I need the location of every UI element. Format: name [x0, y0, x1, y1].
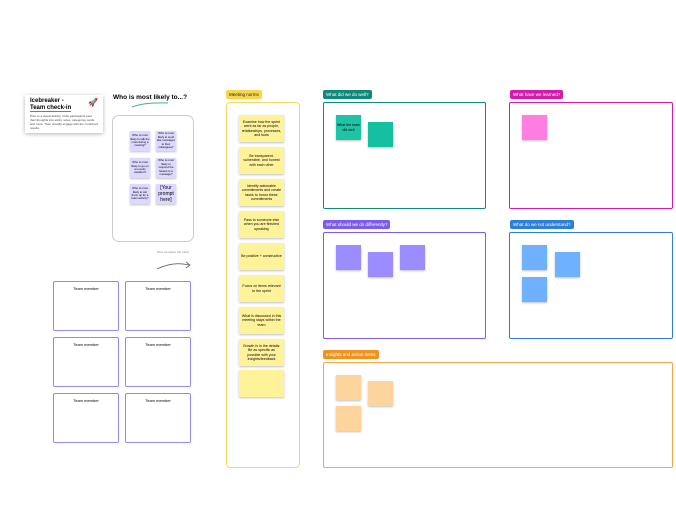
sticky-note[interactable]	[336, 245, 361, 270]
icebreaker-card: Icebreaker -Team check-in 🚀 Prior to a v…	[25, 95, 103, 133]
likely-heading: Who is most likely to...?	[113, 94, 188, 101]
learned-label: What have we learned?	[510, 90, 564, 99]
norm-note[interactable]	[239, 370, 284, 397]
underline-stroke	[131, 102, 169, 108]
team-member-box[interactable]: Team member	[125, 393, 191, 443]
phone-frame: Who is most likely to talk the most duri…	[112, 115, 194, 242]
title-line2: Team check-in	[30, 105, 72, 112]
differently-frame	[323, 232, 486, 339]
sticky-note[interactable]	[368, 381, 393, 406]
insights-label: Insights and action items	[323, 350, 379, 359]
hint-text: Now complete the robot	[157, 250, 189, 254]
norm-note[interactable]: Pass to someone else when you are finish…	[239, 211, 284, 238]
sticky-note[interactable]	[522, 115, 547, 140]
prompt-note[interactable]: Who is most likely to go on an exotic va…	[130, 158, 150, 178]
rocket-icon: 🚀	[88, 98, 98, 107]
sticky-note[interactable]	[522, 245, 547, 270]
prompt-note[interactable]: Who is most likely to talk the most duri…	[130, 131, 150, 151]
prompt-note[interactable]: [Your prompt here]	[156, 184, 176, 204]
norm-note[interactable]: What is discussed in this meeting stays …	[239, 307, 284, 334]
meeting-norms-frame	[226, 102, 300, 468]
icebreaker-description: Prior to a visual activity, invite parti…	[30, 114, 98, 130]
arrow-icon	[156, 261, 191, 270]
title-line1: Icebreaker -	[30, 98, 64, 104]
team-member-box[interactable]: Team member	[53, 337, 119, 387]
meeting-norms-label: Meeting norms	[226, 90, 262, 99]
understand-label: What do we not understand?	[510, 220, 574, 229]
icebreaker-title: Icebreaker -Team check-in	[30, 98, 80, 112]
sticky-note[interactable]	[522, 277, 547, 302]
sticky-note[interactable]	[336, 406, 361, 431]
sticky-note[interactable]	[368, 252, 393, 277]
sticky-note[interactable]: What the team did well	[336, 115, 361, 140]
norm-note[interactable]: Be transparent, vulnerable, and honest w…	[239, 147, 284, 174]
norm-note[interactable]: Focus on items relevant to the sprint	[239, 275, 284, 302]
well-frame	[323, 102, 486, 209]
norm-note[interactable]: Examine how the sprint went as far as pe…	[239, 115, 284, 142]
prompt-note[interactable]: Who is most likely to respond the fastes…	[156, 158, 176, 178]
norm-note[interactable]: Growth is in the details: Be as specific…	[239, 339, 284, 366]
differently-label: What should we do differently?	[323, 220, 391, 229]
sticky-note[interactable]	[400, 245, 425, 270]
prompt-note[interactable]: Who is most likely to win drum up for a …	[130, 184, 150, 204]
understand-frame	[509, 232, 673, 339]
learned-frame	[509, 102, 673, 209]
team-member-box[interactable]: Team member	[53, 281, 119, 331]
well-label: What did we do well?	[323, 90, 372, 99]
insights-frame	[323, 362, 673, 468]
team-member-box[interactable]: Team member	[125, 337, 191, 387]
norm-note[interactable]: Identify actionable commitments and crea…	[239, 179, 284, 206]
sticky-note[interactable]	[336, 375, 361, 400]
prompt-note[interactable]: Who is most likely to send late messages…	[156, 131, 176, 151]
sticky-note[interactable]	[368, 122, 393, 147]
team-member-box[interactable]: Team member	[53, 393, 119, 443]
sticky-note[interactable]	[555, 252, 580, 277]
norm-note[interactable]: Be positive + constructive	[239, 243, 284, 270]
team-member-box[interactable]: Team member	[125, 281, 191, 331]
